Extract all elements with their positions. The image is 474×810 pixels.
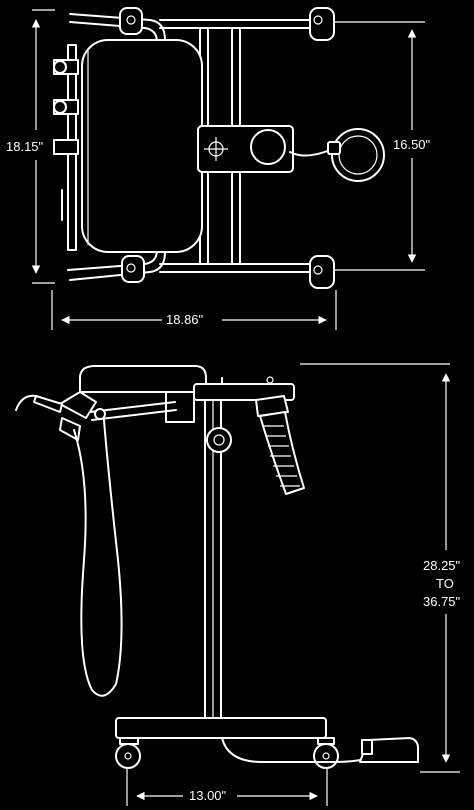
side-tray xyxy=(79,365,295,423)
dimension-label-13-00: 13.00" xyxy=(189,788,227,803)
bottom-caster-left xyxy=(121,255,145,283)
column xyxy=(204,399,232,719)
instrument-holder-bracket xyxy=(53,44,79,251)
base xyxy=(115,717,339,769)
top-caster-left xyxy=(119,7,143,35)
dimension-label-16-50: 16.50" xyxy=(393,137,431,152)
center-mount xyxy=(197,125,331,173)
side-view: 28.25" TO 36.75" 13.00" xyxy=(15,363,461,806)
dimension-label-18-86: 18.86" xyxy=(166,312,204,327)
height-adjust-knob xyxy=(206,427,232,453)
top-view: 18.15" 16.50" 18.86" xyxy=(6,7,431,330)
vacuum-holder-ring xyxy=(327,128,385,182)
dimension-label-min: 28.25" xyxy=(423,558,461,573)
dimension-height-18-15: 18.15" xyxy=(6,9,55,284)
dimension-height-16-50: 16.50" xyxy=(335,21,431,271)
tray-pad xyxy=(81,39,203,253)
caster-front xyxy=(115,743,141,769)
vacuum-hose xyxy=(255,395,305,495)
dimension-base-13-00: 13.00" xyxy=(126,745,328,806)
caster-rear xyxy=(313,743,339,769)
handpiece-tubing xyxy=(73,419,123,697)
dimension-label-18-15: 18.15" xyxy=(6,139,44,154)
foot-control xyxy=(221,737,419,763)
dimension-height-range: 28.25" TO 36.75" xyxy=(300,363,461,773)
handpiece-arm xyxy=(15,391,177,441)
dimension-label-to: TO xyxy=(436,576,454,591)
top-caster-right xyxy=(309,7,335,41)
dimension-width-18-86: 18.86" xyxy=(51,290,337,330)
dimension-label-max: 36.75" xyxy=(423,594,461,609)
